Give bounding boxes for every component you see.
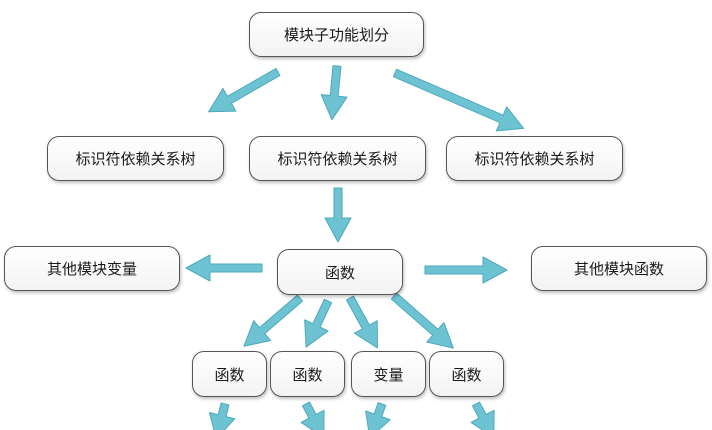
node-function-center-label: 函数 [324,263,355,282]
node-function-center: 函数 [277,249,403,295]
arrow-child-2-down [300,401,325,430]
node-dependency-tree-right-label: 标识符依赖关系树 [474,150,595,168]
arrow-child-3-down [365,402,391,430]
node-module-subfunction-label: 模块子功能划分 [283,26,389,44]
arrow-child-4-down [470,401,495,430]
node-child-function-3: 函数 [429,351,504,397]
node-child-function-1-label: 函数 [214,365,245,384]
arrow-root-to-tree-left [208,68,281,113]
node-child-function-1: 函数 [192,351,267,397]
arrow-function-to-other-function [424,256,508,284]
arrow-root-to-tree-middle [320,65,348,121]
node-child-function-2-label: 函数 [292,365,323,384]
node-other-module-variable: 其他模块变量 [4,246,180,291]
arrow-child-1-down [208,402,236,430]
arrow-function-to-child-1 [243,294,304,347]
arrow-function-to-child-2 [304,298,333,348]
node-other-module-function: 其他模块函数 [531,246,707,291]
node-dependency-tree-middle-label: 标识符依赖关系树 [277,150,398,168]
node-dependency-tree-right: 标识符依赖关系树 [446,136,623,181]
node-child-variable-label: 变量 [373,365,404,384]
arrow-function-to-other-variable [185,254,263,282]
arrow-function-to-child-3 [345,295,378,349]
node-dependency-tree-middle: 标识符依赖关系树 [249,136,426,181]
node-child-function-2: 函数 [270,351,345,397]
node-module-subfunction: 模块子功能划分 [249,12,424,57]
arrow-tree-to-function [324,187,352,243]
node-other-module-function-label: 其他模块函数 [573,260,664,278]
arrow-function-to-child-4 [390,292,454,349]
node-other-module-variable-label: 其他模块变量 [46,260,137,278]
node-child-variable: 变量 [351,351,426,397]
node-dependency-tree-left-label: 标识符依赖关系树 [75,150,196,168]
node-child-function-3-label: 函数 [451,365,482,384]
node-dependency-tree-left: 标识符依赖关系树 [47,136,224,181]
arrow-root-to-tree-right [392,68,525,132]
